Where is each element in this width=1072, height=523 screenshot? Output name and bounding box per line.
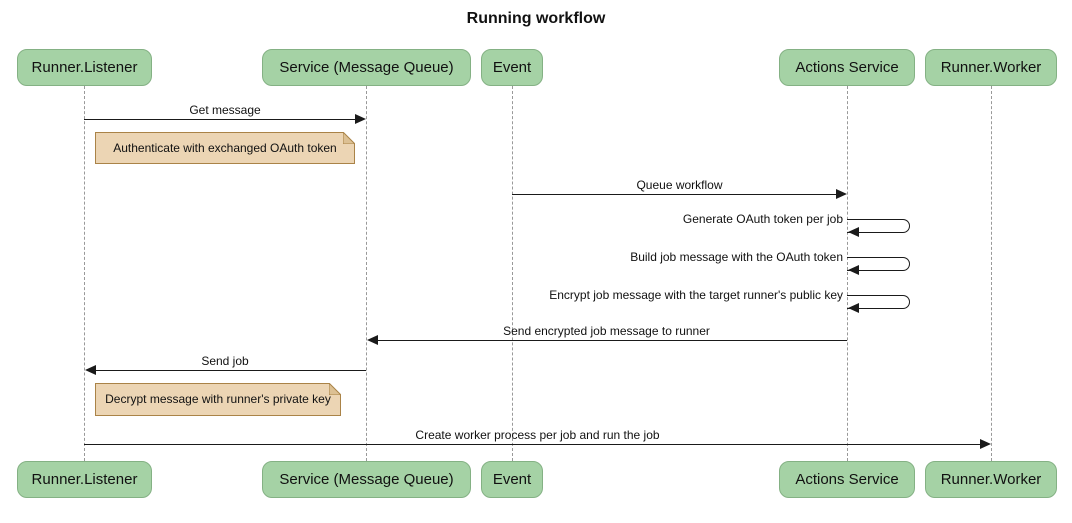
arrowhead-left-icon	[848, 303, 859, 313]
arrowhead-right-icon	[355, 114, 366, 124]
lifeline-runner-listener	[84, 86, 85, 461]
msg-encrypt-job-message-selfloop	[847, 295, 910, 309]
msg-send-job-label: Send job	[201, 354, 249, 368]
participant-runner-worker-top: Runner.Worker	[925, 49, 1057, 86]
msg-build-job-message-label: Build job message with the OAuth token	[630, 250, 843, 264]
msg-encrypt-job-message-label: Encrypt job message with the target runn…	[549, 288, 843, 302]
arrowhead-right-icon	[836, 189, 847, 199]
msg-queue-workflow-line	[512, 194, 836, 195]
msg-queue-workflow-label: Queue workflow	[636, 178, 723, 192]
msg-send-encrypted-label: Send encrypted job message to runner	[503, 324, 710, 338]
arrowhead-left-icon	[367, 335, 378, 345]
participant-runner-worker-bottom: Runner.Worker	[925, 461, 1057, 498]
note-authenticate-text: Authenticate with exchanged OAuth token	[113, 141, 337, 155]
lifeline-runner-worker	[991, 86, 992, 461]
arrowhead-left-icon	[848, 227, 859, 237]
lifeline-event	[512, 86, 513, 461]
msg-generate-token-selfloop	[847, 219, 910, 233]
participant-event-bottom: Event	[481, 461, 543, 498]
diagram-title: Running workflow	[466, 10, 606, 27]
note-authenticate: Authenticate with exchanged OAuth token	[95, 132, 355, 164]
participant-actions-service-top: Actions Service	[779, 49, 915, 86]
participant-event-top: Event	[481, 49, 543, 86]
msg-build-job-message-selfloop	[847, 257, 910, 271]
lifeline-actions-service	[847, 86, 848, 461]
arrowhead-left-icon	[85, 365, 96, 375]
msg-get-message-label: Get message	[189, 103, 261, 117]
note-decrypt-text: Decrypt message with runner's private ke…	[105, 392, 331, 406]
participant-runner-listener-top: Runner.Listener	[17, 49, 152, 86]
msg-create-worker-line	[84, 444, 980, 445]
msg-send-encrypted-line	[378, 340, 847, 341]
msg-generate-token-label: Generate OAuth token per job	[682, 212, 843, 226]
note-folded-corner-icon	[329, 383, 341, 395]
msg-get-message-line	[84, 119, 355, 120]
note-decrypt: Decrypt message with runner's private ke…	[95, 383, 341, 416]
arrowhead-left-icon	[848, 265, 859, 275]
participant-runner-listener-bottom: Runner.Listener	[17, 461, 152, 498]
arrowhead-right-icon	[980, 439, 991, 449]
msg-create-worker-label: Create worker process per job and run th…	[415, 428, 660, 442]
lifeline-service-message-queue	[366, 86, 367, 461]
note-folded-corner-icon	[343, 132, 355, 144]
msg-send-job-line	[96, 370, 366, 371]
participant-service-queue-bottom: Service (Message Queue)	[262, 461, 471, 498]
participant-actions-service-bottom: Actions Service	[779, 461, 915, 498]
participant-service-queue-top: Service (Message Queue)	[262, 49, 471, 86]
